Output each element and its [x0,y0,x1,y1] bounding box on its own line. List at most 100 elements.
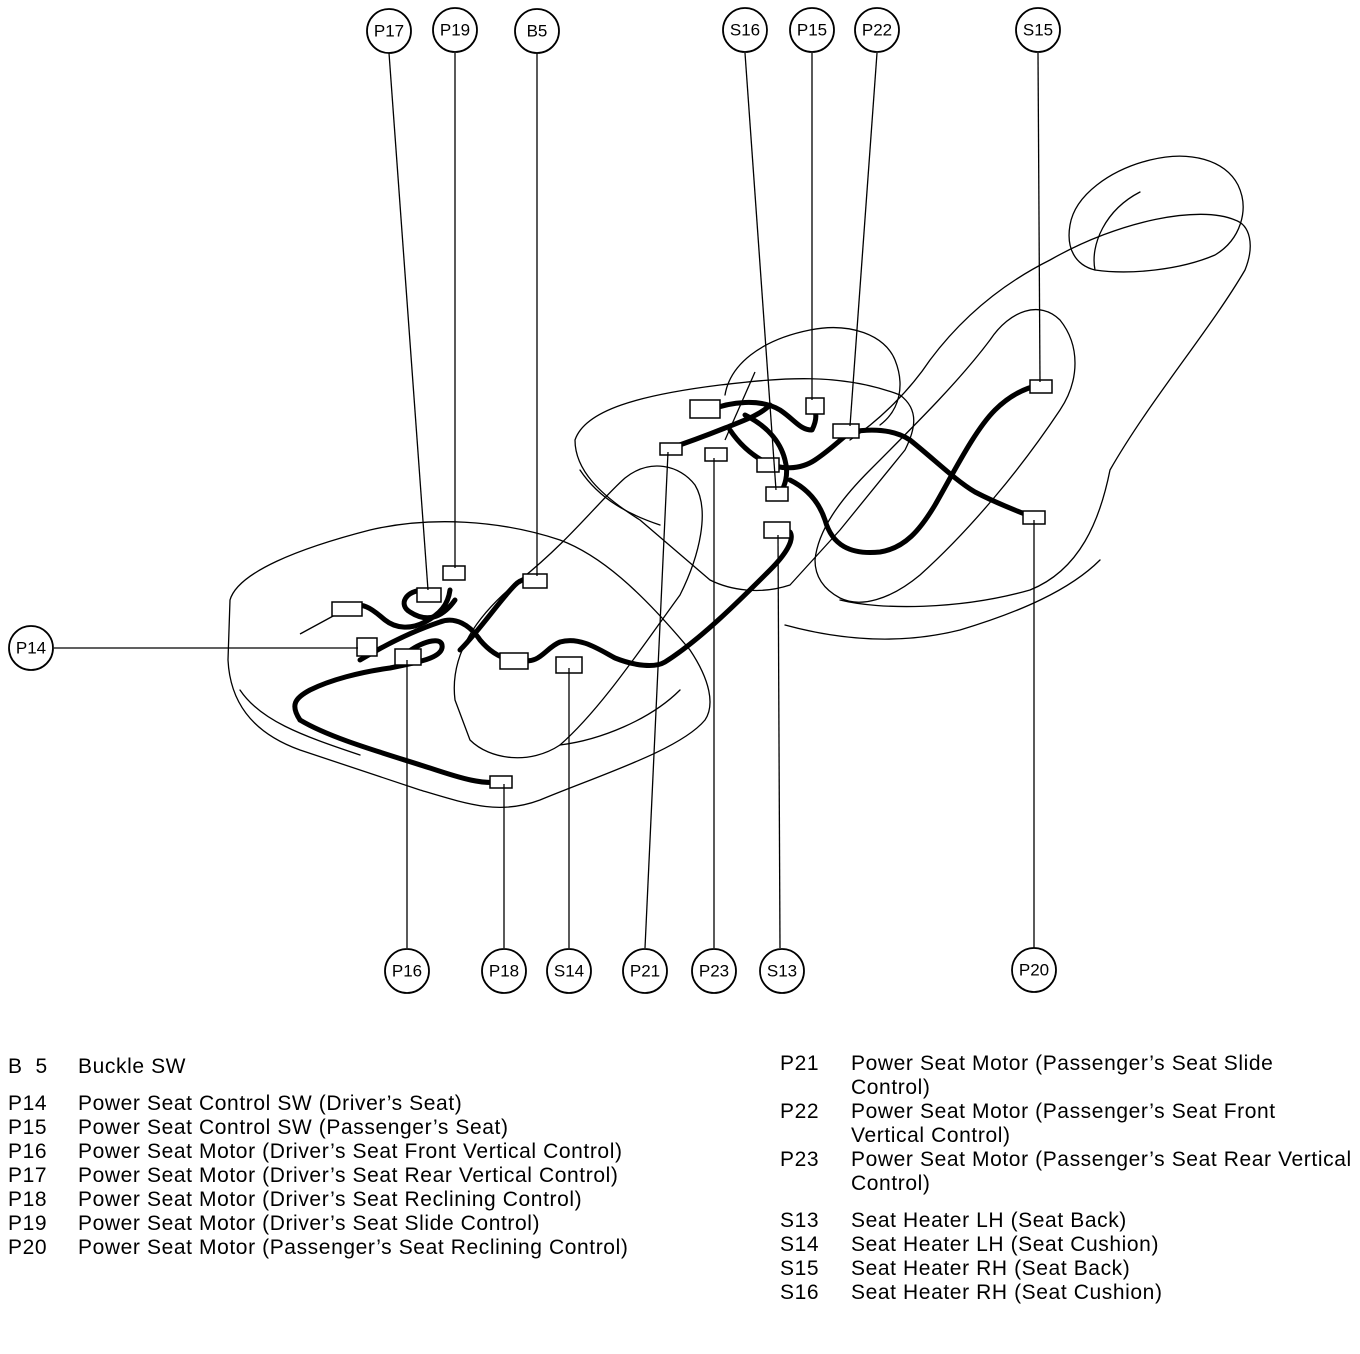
svg-text:P17: P17 [374,22,404,41]
legend-desc: Power Seat Motor (Driver’s Seat Front Ve… [78,1140,623,1163]
seat-outlines [227,155,1251,809]
legend-desc: Seat Heater RH (Seat Cushion) [851,1281,1163,1304]
connector [765,486,789,502]
legend-desc: Power Seat Motor (Passenger’s Seat Slide… [851,1052,1274,1099]
connector [331,601,363,617]
svg-text:S13: S13 [767,962,797,981]
callout-s14: S14 [546,948,592,994]
svg-text:P21: P21 [630,962,660,981]
callout-b5: B5 [514,8,560,54]
connector [499,652,529,670]
callout-p16: P16 [384,948,430,994]
seat-wiring-diagram: P17 P19 B5 S16 P15 P22 S15 P14 P16 P18 S… [8,7,1251,994]
legend-row-s15: S15 Seat Heater RH (Seat Back) [780,1257,1355,1281]
legend-code: S15 [780,1257,820,1280]
legend-code: P15 [8,1116,48,1139]
svg-text:P14: P14 [16,639,46,658]
legend-row-p20: P20 Power Seat Motor (Passenger’s Seat R… [8,1236,688,1260]
connectors [331,379,1053,789]
legend-desc: Power Seat Motor (Driver’s Seat Rear Ver… [78,1164,619,1187]
legend-code: P21 [780,1052,820,1075]
callout-s15: S15 [1015,7,1061,53]
legend-desc: Power Seat Control SW (Driver’s Seat) [78,1092,463,1115]
legend-desc: Seat Heater RH (Seat Back) [851,1257,1131,1280]
connector-p22 [832,423,860,439]
legend-left: B 5 Buckle SW P14 Power Seat Control SW … [8,1055,688,1260]
connector-p19 [442,565,466,581]
passenger-seat-cushion [574,378,915,592]
legend-code: S13 [780,1209,820,1232]
callout-p21: P21 [622,948,668,994]
callout-p15: P15 [789,7,835,53]
legend-code: S14 [780,1233,820,1256]
legend-row-p15: P15 Power Seat Control SW (Passenger’s S… [8,1116,688,1140]
legend-desc: Seat Heater LH (Seat Cushion) [851,1233,1160,1256]
callout-bubbles: P17 P19 B5 S16 P15 P22 S15 P14 P16 P18 S… [8,7,1061,994]
legend-desc: Power Seat Motor (Passenger’s Seat Rear … [851,1148,1352,1195]
legend-row-s14: S14 Seat Heater LH (Seat Cushion) [780,1233,1355,1257]
legend-desc: Power Seat Motor (Passenger’s Seat Recli… [78,1236,629,1259]
svg-text:S14: S14 [554,962,584,981]
legend-code: B 5 [8,1055,48,1078]
legend-desc: Power Seat Control SW (Passenger’s Seat) [78,1116,509,1139]
svg-text:P22: P22 [862,21,892,40]
legend-row-p18: P18 Power Seat Motor (Driver’s Seat Recl… [8,1188,688,1212]
legend-code: P16 [8,1140,48,1163]
connector-s13 [763,521,791,539]
legend-code: P19 [8,1212,48,1235]
connector [689,399,721,419]
legend-desc: Buckle SW [78,1055,187,1078]
legend-code: P17 [8,1164,48,1187]
callout-p22: P22 [854,7,900,53]
callout-p18: P18 [481,948,527,994]
svg-text:P16: P16 [392,962,422,981]
connector-p14 [356,637,378,657]
legend-row-p22: P22 Power Seat Motor (Passenger’s Seat F… [780,1100,1355,1148]
svg-text:P23: P23 [699,962,729,981]
connector-p18 [489,775,513,789]
callout-p19: P19 [432,7,478,53]
legend-desc: Power Seat Motor (Driver’s Seat Slide Co… [78,1212,541,1235]
legend-row-s16: S16 Seat Heater RH (Seat Cushion) [780,1281,1355,1305]
legend-desc: Power Seat Motor (Passenger’s Seat Front… [851,1100,1276,1147]
legend-row-p21: P21 Power Seat Motor (Passenger’s Seat S… [780,1052,1355,1100]
legend-row-p23: P23 Power Seat Motor (Passenger’s Seat R… [780,1148,1355,1196]
legend-code: P14 [8,1092,48,1115]
legend-row-b5: B 5 Buckle SW [8,1055,688,1079]
legend-row-s13: S13 Seat Heater LH (Seat Back) [780,1209,1355,1233]
legend-code: S16 [780,1281,820,1304]
leader-lines [54,52,1041,949]
legend-row-p16: P16 Power Seat Motor (Driver’s Seat Fron… [8,1140,688,1164]
legend-row-p19: P19 Power Seat Motor (Driver’s Seat Slid… [8,1212,688,1236]
callout-p14: P14 [8,625,54,671]
callout-p17: P17 [366,8,412,54]
legend-code: P18 [8,1188,48,1211]
connector-p23 [704,447,728,462]
legend-code: P23 [780,1148,820,1171]
svg-text:P20: P20 [1019,961,1049,980]
connector-s15 [1029,379,1053,394]
svg-text:P15: P15 [797,21,827,40]
passenger-seat-back [814,309,1076,603]
svg-text:S15: S15 [1023,21,1053,40]
legend-right: P21 Power Seat Motor (Passenger’s Seat S… [780,1052,1355,1305]
connector-b5 [522,573,548,589]
svg-text:P18: P18 [489,962,519,981]
legend-desc: Power Seat Motor (Driver’s Seat Reclinin… [78,1188,583,1211]
legend-row-p14: P14 Power Seat Control SW (Driver’s Seat… [8,1092,688,1116]
connector-p15 [805,397,825,415]
legend-code: P22 [780,1100,820,1123]
connector-p16 [394,648,422,666]
legend-row-p17: P17 Power Seat Motor (Driver’s Seat Rear… [8,1164,688,1188]
callout-s13: S13 [759,948,805,994]
connector-p21 [659,442,683,456]
driver-seat-cushion [227,521,711,809]
svg-text:S16: S16 [730,21,760,40]
svg-text:P19: P19 [440,21,470,40]
svg-text:B5: B5 [527,22,548,41]
legend-code: P20 [8,1236,48,1259]
callout-s16: S16 [722,7,768,53]
passenger-headrest [1068,155,1244,273]
callout-p23: P23 [691,948,737,994]
connector-s16 [756,457,780,473]
